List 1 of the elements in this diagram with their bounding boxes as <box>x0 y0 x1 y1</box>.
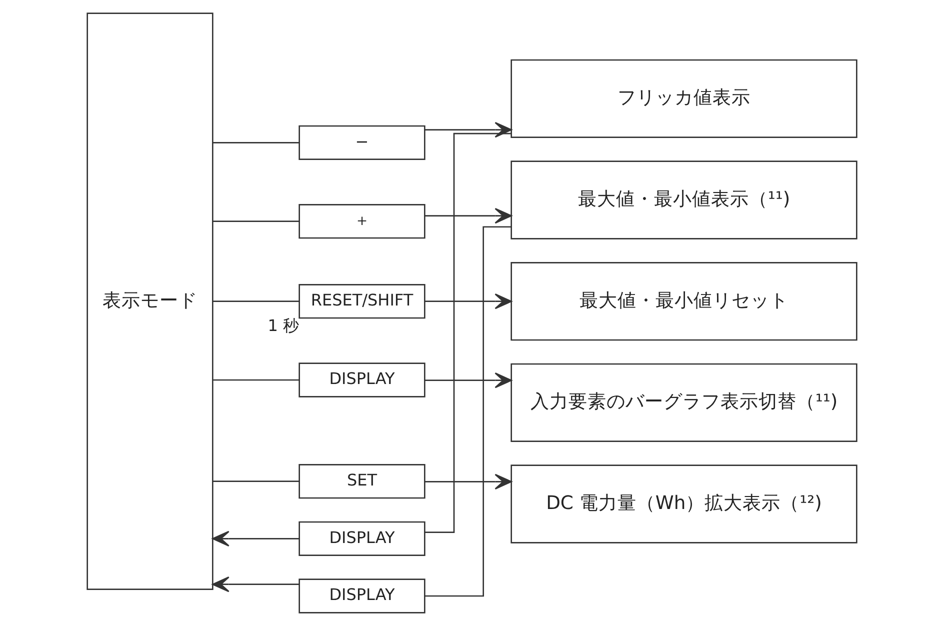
node-label: 1 秒 <box>268 316 299 335</box>
